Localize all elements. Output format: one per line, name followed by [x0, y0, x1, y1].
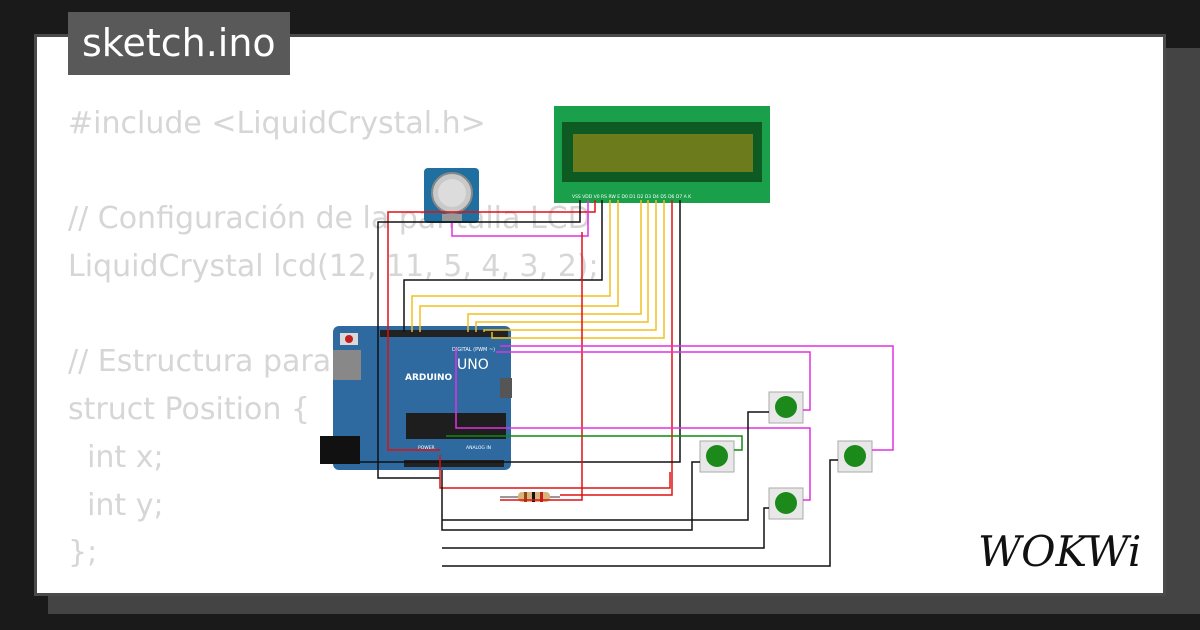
code-line: // Configuración de la pantalla LCD [68, 201, 591, 237]
wire [442, 507, 769, 549]
code-line: int y; [68, 487, 164, 523]
arduino-model-label: UNO [457, 357, 489, 373]
lcd-display[interactable]: VSS VDD V0 RS RW E D0 D1 D2 D3 D4 D5 D6 … [554, 106, 770, 203]
wires [360, 200, 894, 567]
code-line: #include <LiquidCrystal.h> [68, 106, 486, 141]
push-button[interactable] [699, 440, 735, 473]
wire [439, 455, 671, 489]
wire [491, 200, 665, 339]
wire [455, 348, 811, 501]
wire [483, 200, 657, 332]
lcd-pin-labels: VSS VDD V0 RS RW E D0 D1 D2 D3 D4 D5 D6 … [572, 194, 692, 200]
code-line: LiquidCrystal lcd(12, 11, 5, 4, 3, 2); [68, 249, 599, 285]
wire [446, 435, 743, 451]
arduino-brand-label: ARDUINO [405, 373, 453, 383]
wire [387, 200, 596, 451]
wire [442, 411, 769, 521]
wire [475, 200, 649, 332]
wire [360, 200, 681, 463]
wire [419, 200, 619, 332]
code-line: }; [68, 535, 98, 571]
code-line: struct Position { [68, 392, 310, 428]
digital-header-label: DIGITAL (PWM ~) [452, 347, 495, 353]
push-button[interactable] [837, 440, 873, 473]
push-button[interactable] [768, 487, 804, 520]
wokwi-logo: WOKWi [978, 527, 1141, 576]
wire [441, 461, 700, 531]
wire [451, 200, 589, 237]
wire [403, 200, 603, 332]
push-button[interactable] [768, 391, 804, 424]
potentiometer[interactable] [424, 168, 479, 223]
wire [500, 345, 894, 451]
wire [496, 351, 811, 411]
code-line: int x; [68, 439, 164, 475]
wire [560, 200, 673, 496]
wire [377, 200, 581, 479]
wire [500, 232, 583, 501]
file-tab[interactable]: sketch.ino [68, 12, 290, 75]
wire [467, 200, 642, 332]
analog-header-label: ANALOG IN [466, 445, 491, 451]
logo-text: WOKWi [978, 527, 1141, 576]
wire [442, 459, 838, 567]
arduino-uno-board[interactable]: ARDUINO UNO DIGITAL (PWM ~) POWER ANALOG… [320, 326, 512, 470]
wire [411, 200, 611, 332]
power-header-label: POWER [418, 445, 435, 451]
